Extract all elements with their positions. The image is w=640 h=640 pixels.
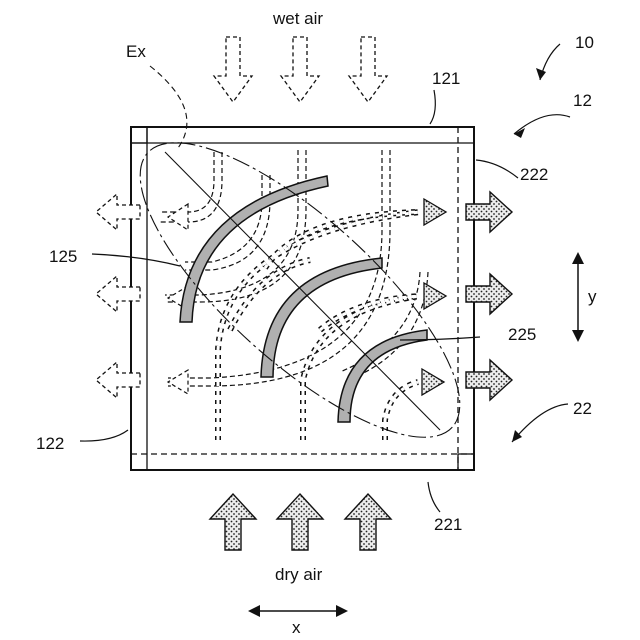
internal-arrowhead-icon [424,199,446,225]
ex-label: Ex [126,42,146,61]
left-arrow-icon [96,276,140,312]
dry-air-arrow-icon [277,494,323,550]
dry-air-label: dry air [275,565,323,584]
ref-222-label: 222 [520,165,548,184]
wet-air-label: wet air [272,9,323,28]
wet-air-arrows [214,37,387,102]
fin [338,330,427,422]
dry-air-arrow-icon [210,494,256,550]
dry-air-arrows [210,494,391,550]
ref-125-label: 125 [49,247,77,266]
axis-x-label: x [292,618,301,637]
ref-221-label: 221 [434,515,462,534]
ref-121-label: 121 [432,69,460,88]
internal-arrowhead-icon [424,283,446,309]
axis-arrows [248,252,584,617]
axis-y-label: y [588,287,597,306]
internal-arrowheads [422,199,446,395]
left-outlet-arrows [96,194,140,398]
left-arrow-icon [96,362,140,398]
leader-arrowheads [512,68,546,442]
wet-air-arrow-icon [349,37,387,102]
wet-air-arrow-icon [214,37,252,102]
ref-225-label: 225 [508,325,536,344]
left-arrow-icon [96,194,140,230]
internal-arrowhead-icon [422,369,444,395]
ref-122-label: 122 [36,434,64,453]
fin [180,176,328,322]
ref-12-label: 12 [573,91,592,110]
ref-22-label: 22 [573,399,592,418]
text-labels: wet air dry air Ex 10 121 12 222 125 y 2… [36,9,597,637]
outlet-arrow-icon [466,192,512,232]
outlet-arrow-icon [466,274,512,314]
outlet-arrow-icon [466,360,512,400]
right-outlet-arrows [466,192,512,400]
ref-10-label: 10 [575,33,594,52]
wet-air-arrow-icon [281,37,319,102]
dry-air-arrow-icon [345,494,391,550]
